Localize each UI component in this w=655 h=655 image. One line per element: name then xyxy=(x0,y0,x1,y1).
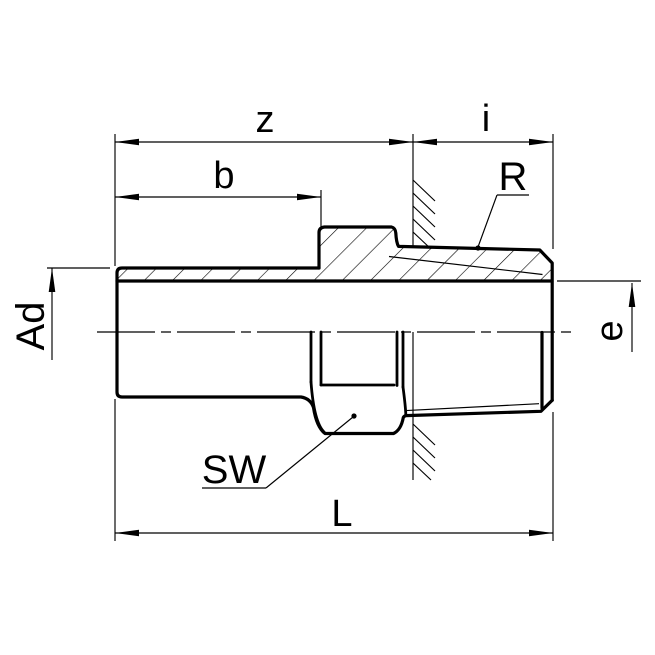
gauge-plane-hatch-upper xyxy=(412,179,436,250)
dim-label-L: L xyxy=(331,493,352,535)
dim-label-SW: SW xyxy=(202,448,267,492)
dim-label-R: R xyxy=(499,155,528,199)
arrowhead xyxy=(115,138,139,146)
arrowhead xyxy=(115,529,139,537)
leader-dot xyxy=(351,413,357,419)
dim-label-Ad: Ad xyxy=(9,302,53,351)
arrowhead xyxy=(628,283,636,307)
arrowhead xyxy=(297,193,321,201)
arrowhead xyxy=(413,138,437,146)
gauge-plane-line xyxy=(412,134,436,481)
label-SW-leader: SW xyxy=(202,413,357,492)
label-R-leader: R xyxy=(475,155,529,251)
arrowhead xyxy=(389,138,413,146)
gauge-plane-hatch-lower xyxy=(412,423,436,481)
dim-label-z: z xyxy=(256,99,275,141)
dimension-Ad: Ad xyxy=(9,268,56,360)
thread-root-lines xyxy=(388,255,543,412)
dim-label-b: b xyxy=(213,155,234,197)
arrowhead xyxy=(529,138,553,146)
leader-dot xyxy=(475,245,481,251)
dimension-b: b xyxy=(115,155,321,201)
dim-label-i: i xyxy=(482,98,490,140)
dimension-z: z xyxy=(115,99,413,146)
section-hatch-area xyxy=(117,227,552,281)
dimension-i: i xyxy=(413,98,553,146)
hex-section-edges xyxy=(309,330,408,434)
arrowhead xyxy=(529,529,553,537)
arrowhead xyxy=(48,268,56,292)
dimension-e: e xyxy=(589,283,636,352)
dim-label-e: e xyxy=(589,320,631,341)
arrowhead xyxy=(115,193,139,201)
dimension-L: L xyxy=(115,493,553,537)
